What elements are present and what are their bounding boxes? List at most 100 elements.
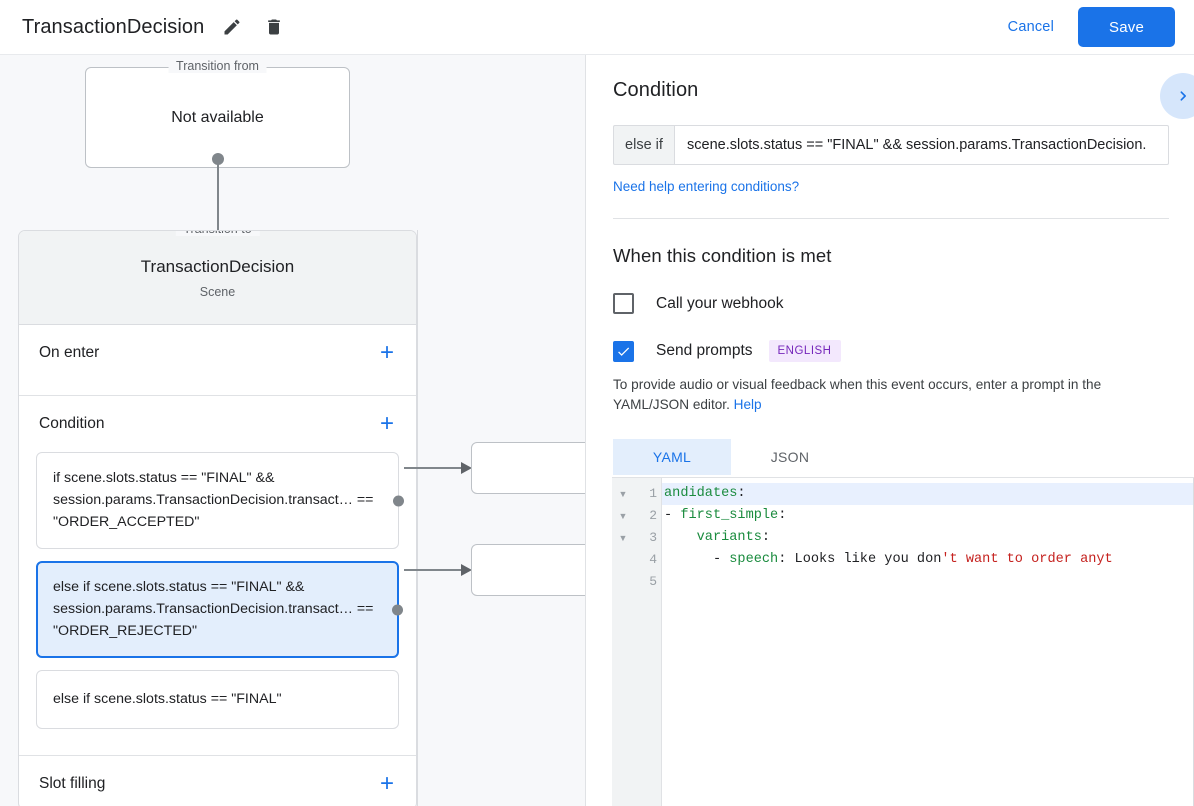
editor-line: - first_simple: [662,505,1194,527]
code-token: : [737,486,746,501]
send-prompts-hint: To provide audio or visual feedback when… [613,375,1168,415]
pencil-icon[interactable] [218,13,246,41]
add-condition-button[interactable]: + [379,410,394,437]
code-token: speech [729,552,779,567]
editor-line-number: 3 [649,530,657,545]
editor-line: - speech: Looks like you don't want to o… [662,549,1194,571]
send-prompts-help-link[interactable]: Help [733,397,762,412]
editor-line: andidates: [662,483,1194,505]
save-button[interactable]: Save [1078,7,1175,47]
chevron-right-icon-glyph [1180,91,1186,101]
condition-node-dot [392,604,403,615]
code-token: : [778,508,787,523]
editor-line-number: 2 [649,508,657,523]
condition-expression-row: else if [613,125,1169,165]
trash-icon-glyph [268,19,281,35]
code-token [664,530,697,545]
panel-header: Condition else if Need help entering con… [586,55,1194,219]
section-condition-title: Condition [39,415,105,432]
canvas-guide-line [417,230,418,806]
fold-toggle-icon[interactable]: ▼ [618,511,628,521]
section-slot-filling-title: Slot filling [39,775,106,792]
section-condition: Condition + if scene.slots.status == "FI… [19,396,416,756]
editor-line-numbers: 1 2 3 4 5 [634,478,662,806]
target-node-rejected[interactable] [471,544,585,596]
language-badge: ENGLISH [768,340,841,362]
scene-card: Transition to TransactionDecision Scene … [18,230,417,806]
section-on-enter: On enter + [19,325,416,396]
chevron-right-icon[interactable] [1160,73,1194,119]
call-webhook-label: Call your webhook [656,294,784,312]
section-on-enter-header: On enter + [19,325,416,381]
send-prompts-row: Send prompts ENGLISH [613,340,1169,362]
send-prompts-hint-text: To provide audio or visual feedback when… [613,377,1102,412]
code-token: variants [696,530,762,545]
flow-canvas: Transition from Not available Transition… [0,55,585,806]
editor-code-area[interactable]: andidates:- first_simple: variants: - sp… [662,478,1194,806]
when-condition-met-title: When this condition is met [613,245,832,266]
condition-expression-input[interactable] [674,125,1169,165]
send-prompts-label: Send prompts [656,342,753,359]
transition-from-legend: Transition from [168,59,267,73]
condition-card-selected[interactable]: else if scene.slots.status == "FINAL" &&… [36,561,403,658]
trash-icon[interactable] [260,13,288,41]
code-token: 't want to order anyt [941,552,1113,567]
fold-toggle-icon[interactable]: ▼ [618,533,628,543]
condition-help-link[interactable]: Need help entering conditions? [613,179,800,194]
panel-divider [613,218,1169,219]
scene-header[interactable]: TransactionDecision Scene [19,231,416,325]
panel-body: When this condition is met Call your web… [586,219,1194,475]
fold-toggle-icon[interactable]: ▼ [618,489,628,499]
edge-line-rejected [404,569,464,571]
pencil-icon-glyph [224,19,240,35]
condition-card[interactable]: else if scene.slots.status == "FINAL" [36,670,399,729]
cancel-button[interactable]: Cancel [1007,19,1054,35]
code-token: Looks like you don [794,552,942,567]
editor-line-number: 5 [649,574,657,589]
scene-type: Scene [199,284,236,299]
section-condition-header: Condition + [19,396,416,452]
editor-line [662,571,1194,593]
condition-card-text: else if scene.slots.status == "FINAL" [53,691,282,707]
send-prompts-checkbox[interactable] [613,340,634,362]
code-token: : [778,552,795,567]
transition-from-value: Not available [171,108,264,126]
code-token: - [664,552,730,567]
tab-json[interactable]: JSON [770,449,810,465]
editor-line: variants: [662,527,1194,549]
target-node-accepted[interactable] [471,442,585,494]
condition-card[interactable]: if scene.slots.status == "FINAL" && sess… [36,452,404,549]
page-title: TransactionDecision [22,15,205,38]
webhook-row: Call your webhook [613,293,1169,314]
condition-card-text: if scene.slots.status == "FINAL" && sess… [53,470,374,530]
scene-name: TransactionDecision [140,256,295,276]
section-on-enter-title: On enter [39,344,100,361]
add-on-enter-button[interactable]: + [379,339,394,366]
section-slot-filling: Slot filling + Slot validation [19,756,416,806]
code-token: first_simple [680,508,779,523]
code-token: andidates [664,486,738,501]
tab-yaml[interactable]: YAML [613,439,731,475]
condition-prefix-label: else if [613,125,674,165]
editor-line-number: 1 [649,486,657,501]
code-token: : [761,530,771,545]
fold-spacer [612,549,634,571]
flow-arrow-line [217,159,219,264]
call-webhook-checkbox[interactable] [613,293,634,314]
top-app-bar: TransactionDecision Cancel Save [0,0,1194,55]
check-icon [618,346,630,356]
transition-to-legend: Transition to [175,231,260,236]
edge-arrow-accepted [461,462,472,474]
edge-line-accepted [404,467,464,469]
editor-format-tabs: YAML JSON [613,439,1169,475]
code-token: - [664,508,681,523]
edge-arrow-rejected [461,564,472,576]
add-slot-filling-button[interactable]: + [379,770,394,797]
panel-title: Condition [613,79,699,101]
editor-line-number: 4 [649,552,657,567]
fold-spacer [612,571,634,593]
condition-card-text: else if scene.slots.status == "FINAL" &&… [53,579,374,639]
transition-from-box: Transition from Not available [85,59,350,168]
editor-fold-column: ▼ ▼ ▼ [612,478,634,806]
